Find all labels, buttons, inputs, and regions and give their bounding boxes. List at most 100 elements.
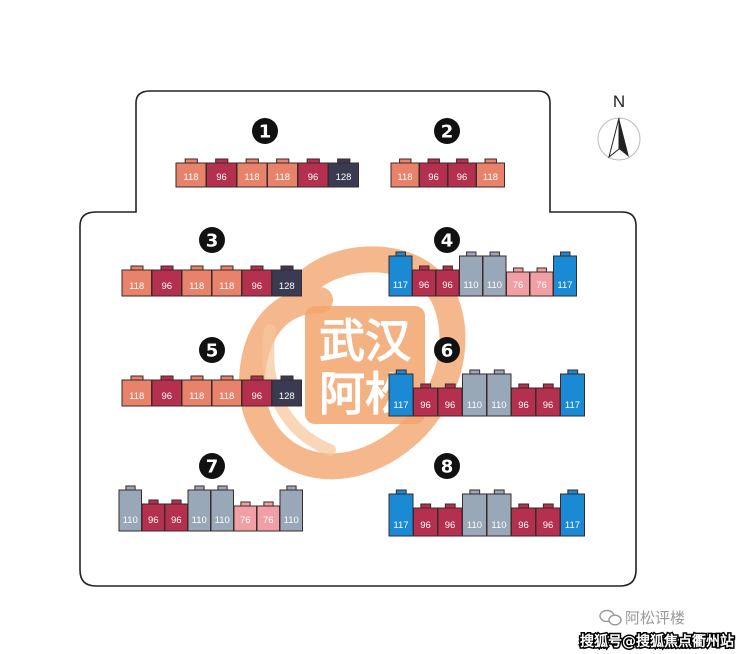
unit-label: 96 [251, 281, 262, 292]
unit-block [271, 379, 302, 407]
building-number-badge [199, 337, 225, 363]
unit-label: 117 [393, 520, 408, 531]
unit-block [211, 269, 242, 297]
unit-76: 76 [506, 267, 530, 297]
unit-label: 110 [467, 400, 482, 411]
building-number: 3 [206, 231, 219, 252]
unit-label: 110 [215, 515, 230, 526]
unit-label: 96 [428, 172, 439, 183]
unit-label: 118 [275, 172, 290, 183]
building-number: 6 [441, 341, 454, 362]
unit-76: 76 [233, 501, 257, 532]
unit-128: 128 [328, 158, 359, 188]
unit-block [413, 507, 438, 537]
unit-76: 76 [529, 267, 554, 297]
unit-block [553, 255, 577, 297]
unit-96: 96 [437, 383, 463, 417]
unit-110: 110 [187, 485, 211, 532]
north-arrow-icon [608, 117, 629, 159]
unit-label: 96 [419, 280, 430, 291]
unit-block [388, 373, 414, 417]
unit-118: 118 [390, 158, 420, 188]
unit-label: 96 [543, 520, 554, 531]
unit-96: 96 [511, 383, 536, 417]
unit-label: 128 [279, 391, 295, 402]
unit-118: 118 [476, 158, 505, 188]
unit-96: 96 [447, 158, 477, 188]
unit-label: 117 [565, 400, 580, 411]
unit-128: 128 [271, 375, 302, 407]
unit-block [447, 162, 477, 188]
unit-96: 96 [419, 158, 448, 188]
unit-96: 96 [151, 375, 182, 407]
unit-label: 110 [487, 280, 502, 291]
account-mark: 阿松评楼 [599, 609, 685, 627]
unit-block [560, 493, 585, 537]
unit-110: 110 [486, 489, 512, 537]
building-number-badge [434, 227, 460, 253]
unit-118: 118 [181, 375, 212, 407]
unit-label: 110 [491, 400, 506, 411]
unit-label: 96 [420, 520, 431, 531]
unit-110: 110 [459, 251, 483, 297]
unit-label: 76 [263, 515, 274, 526]
unit-label: 117 [557, 280, 572, 291]
unit-96: 96 [435, 265, 460, 297]
unit-110: 110 [462, 369, 487, 417]
unit-96: 96 [413, 503, 438, 537]
unit-label: 117 [565, 520, 580, 531]
unit-label: 110 [284, 515, 299, 526]
unit-label: 96 [457, 172, 468, 183]
unit-96: 96 [413, 383, 438, 417]
unit-label: 96 [161, 281, 172, 292]
unit-block [476, 162, 505, 188]
unit-76: 76 [256, 501, 280, 532]
unit-118: 118 [121, 375, 152, 407]
building-number: 8 [441, 457, 454, 478]
unit-118: 118 [211, 265, 242, 297]
unit-block [241, 269, 272, 297]
unit-118: 118 [181, 265, 212, 297]
building-number: 2 [441, 122, 454, 143]
unit-118: 118 [236, 158, 268, 188]
building-number: 4 [441, 231, 454, 252]
unit-label: 118 [129, 391, 144, 402]
unit-block [181, 379, 212, 407]
unit-block [271, 269, 302, 297]
unit-117: 117 [388, 489, 414, 537]
unit-label: 76 [513, 280, 524, 291]
unit-label: 96 [518, 400, 529, 411]
unit-label: 96 [148, 515, 159, 526]
unit-label: 76 [536, 280, 547, 291]
building-number: 7 [206, 457, 219, 478]
unit-label: 96 [518, 520, 529, 531]
unit-96: 96 [535, 383, 561, 417]
building-number-badge [199, 227, 225, 253]
unit-block [121, 269, 152, 297]
building-number-badge [199, 453, 225, 479]
footer-caption: 搜狐号@搜狐焦点衢州站 [580, 633, 734, 650]
unit-96: 96 [437, 503, 463, 537]
unit-block [560, 373, 585, 417]
unit-block [462, 373, 487, 417]
unit-96: 96 [241, 375, 272, 407]
unit-118: 118 [121, 265, 152, 297]
unit-block [511, 507, 536, 537]
compass-label: N [613, 92, 625, 111]
unit-label: 128 [336, 172, 352, 183]
unit-label: 110 [463, 280, 478, 291]
unit-label: 118 [219, 391, 234, 402]
unit-label: 110 [192, 515, 207, 526]
unit-117: 117 [388, 369, 414, 417]
unit-label: 128 [279, 281, 295, 292]
building-number: 5 [206, 341, 219, 362]
unit-110: 110 [462, 489, 487, 537]
unit-label: 118 [397, 172, 412, 183]
unit-128: 128 [271, 265, 302, 297]
